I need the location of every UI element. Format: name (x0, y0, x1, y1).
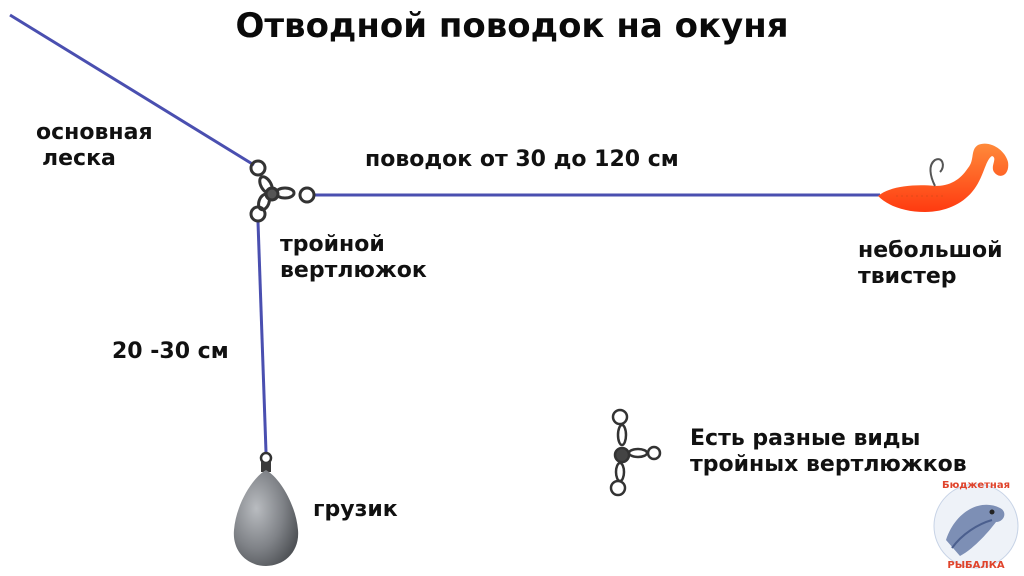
logo-fish-icon (933, 483, 1019, 569)
main-line-label: основная леска (36, 120, 153, 172)
swivel-types-label-line1: Есть разные виды (690, 426, 921, 451)
swivel-label-line2: вертлюжок (280, 258, 427, 283)
twister-label: небольшой твистер (858, 238, 1003, 290)
drop-line (256, 221, 268, 453)
triple-swivel-icon (249, 159, 316, 223)
twister-lure-icon (878, 143, 1009, 212)
main-line-label-line1: основная (36, 120, 153, 145)
diagram-title: Отводной поводок на окуня (235, 6, 789, 46)
main-line-label-line2: леска (42, 146, 116, 171)
swivel-label: тройной вертлюжок (280, 232, 427, 284)
main-line (9, 13, 255, 167)
drop-length-label: 20 -30 см (112, 339, 229, 364)
swivel-types-label-line2: тройных вертлюжков (690, 452, 967, 477)
example-swivel-icon (609, 408, 662, 497)
logo: Бюджетная РЫБАЛКА (930, 478, 1022, 574)
twister-label-line2: твистер (858, 264, 957, 289)
sinker-label: грузик (313, 497, 398, 522)
swivel-types-label: Есть разные виды тройных вертлюжков (690, 426, 967, 478)
logo-top-text: Бюджетная (941, 480, 1011, 491)
swivel-label-line1: тройной (280, 232, 385, 257)
logo-bottom-text: РЫБАЛКА (947, 560, 1005, 571)
sinker-icon (233, 451, 299, 566)
leader-label: поводок от 30 до 120 см (365, 147, 679, 172)
twister-label-line1: небольшой (858, 238, 1003, 263)
